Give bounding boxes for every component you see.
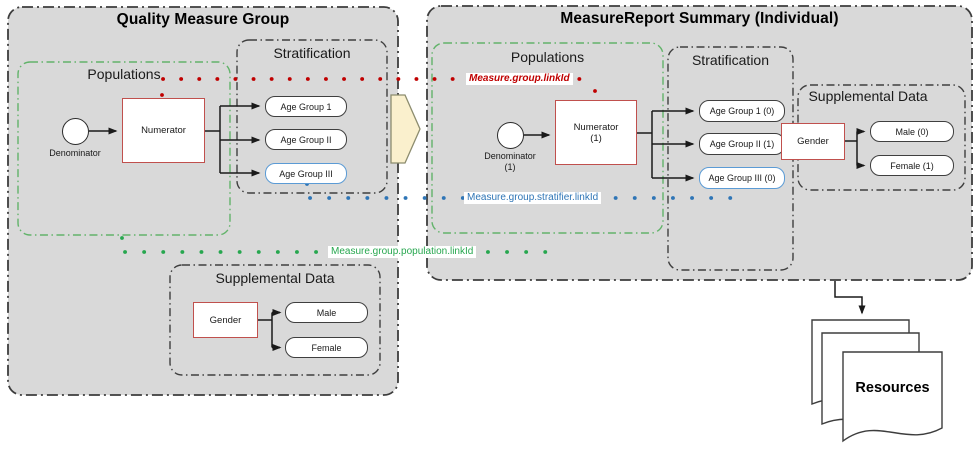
measure-group-stratifier-linkid-label: Measure.group.stratifier.linkId [464, 192, 602, 204]
left-supplemental-label: Supplemental Data [215, 270, 335, 286]
left-denominator-node [62, 118, 89, 145]
right-stratification-label: Stratification [691, 52, 770, 68]
left-populations-box [17, 61, 231, 236]
left-stratification-box [236, 39, 388, 194]
left-age-group-1: Age Group 1 [265, 96, 347, 117]
left-denominator-label: Denominator [49, 148, 101, 158]
right-denominator-line1: Denominator [484, 151, 536, 161]
left-gender-node: Gender [193, 302, 258, 338]
left-numerator-node: Numerator [122, 98, 205, 163]
right-male-node: Male (0) [870, 121, 954, 142]
measurereport-summary-title: MeasureReport Summary (Individual) [560, 10, 839, 27]
right-numerator-node: Numerator (1) [555, 100, 637, 165]
right-populations-box [431, 42, 664, 234]
measure-group-linkid-label: Measure.group.linkId [466, 73, 573, 85]
left-supplemental-box [169, 264, 381, 376]
right-age-group-3: Age Group III (0) [699, 167, 785, 189]
transform-arrow-shape [390, 94, 421, 164]
left-age-group-3: Age Group III [265, 163, 347, 184]
left-male-node: Male [285, 302, 368, 323]
right-denominator-label: Denominator (1) [460, 151, 560, 173]
connector-lines [89, 102, 866, 351]
right-denominator-node [497, 122, 524, 149]
resources-label: Resources [855, 380, 930, 396]
measure-group-population-linkid-label: Measure.group.population.linkId [328, 246, 477, 258]
right-age-group-2: Age Group II (1) [699, 133, 785, 155]
right-supplemental-label: Supplemental Data [808, 88, 928, 104]
left-age-group-2: Age Group II [265, 129, 347, 150]
left-populations-label: Populations [87, 66, 161, 82]
left-female-node: Female [285, 337, 368, 358]
right-gender-node: Gender [781, 123, 845, 160]
right-denominator-line2: (1) [504, 162, 516, 172]
right-populations-label: Populations [510, 49, 585, 65]
left-stratification-label: Stratification [273, 45, 351, 61]
quality-measure-group-title: Quality Measure Group [116, 11, 290, 28]
resources-stack [811, 319, 943, 443]
right-numerator-line2: (1) [590, 132, 602, 144]
right-numerator-line1: Numerator [573, 121, 619, 133]
right-age-group-1: Age Group 1 (0) [699, 100, 785, 122]
right-female-node: Female (1) [870, 155, 954, 176]
